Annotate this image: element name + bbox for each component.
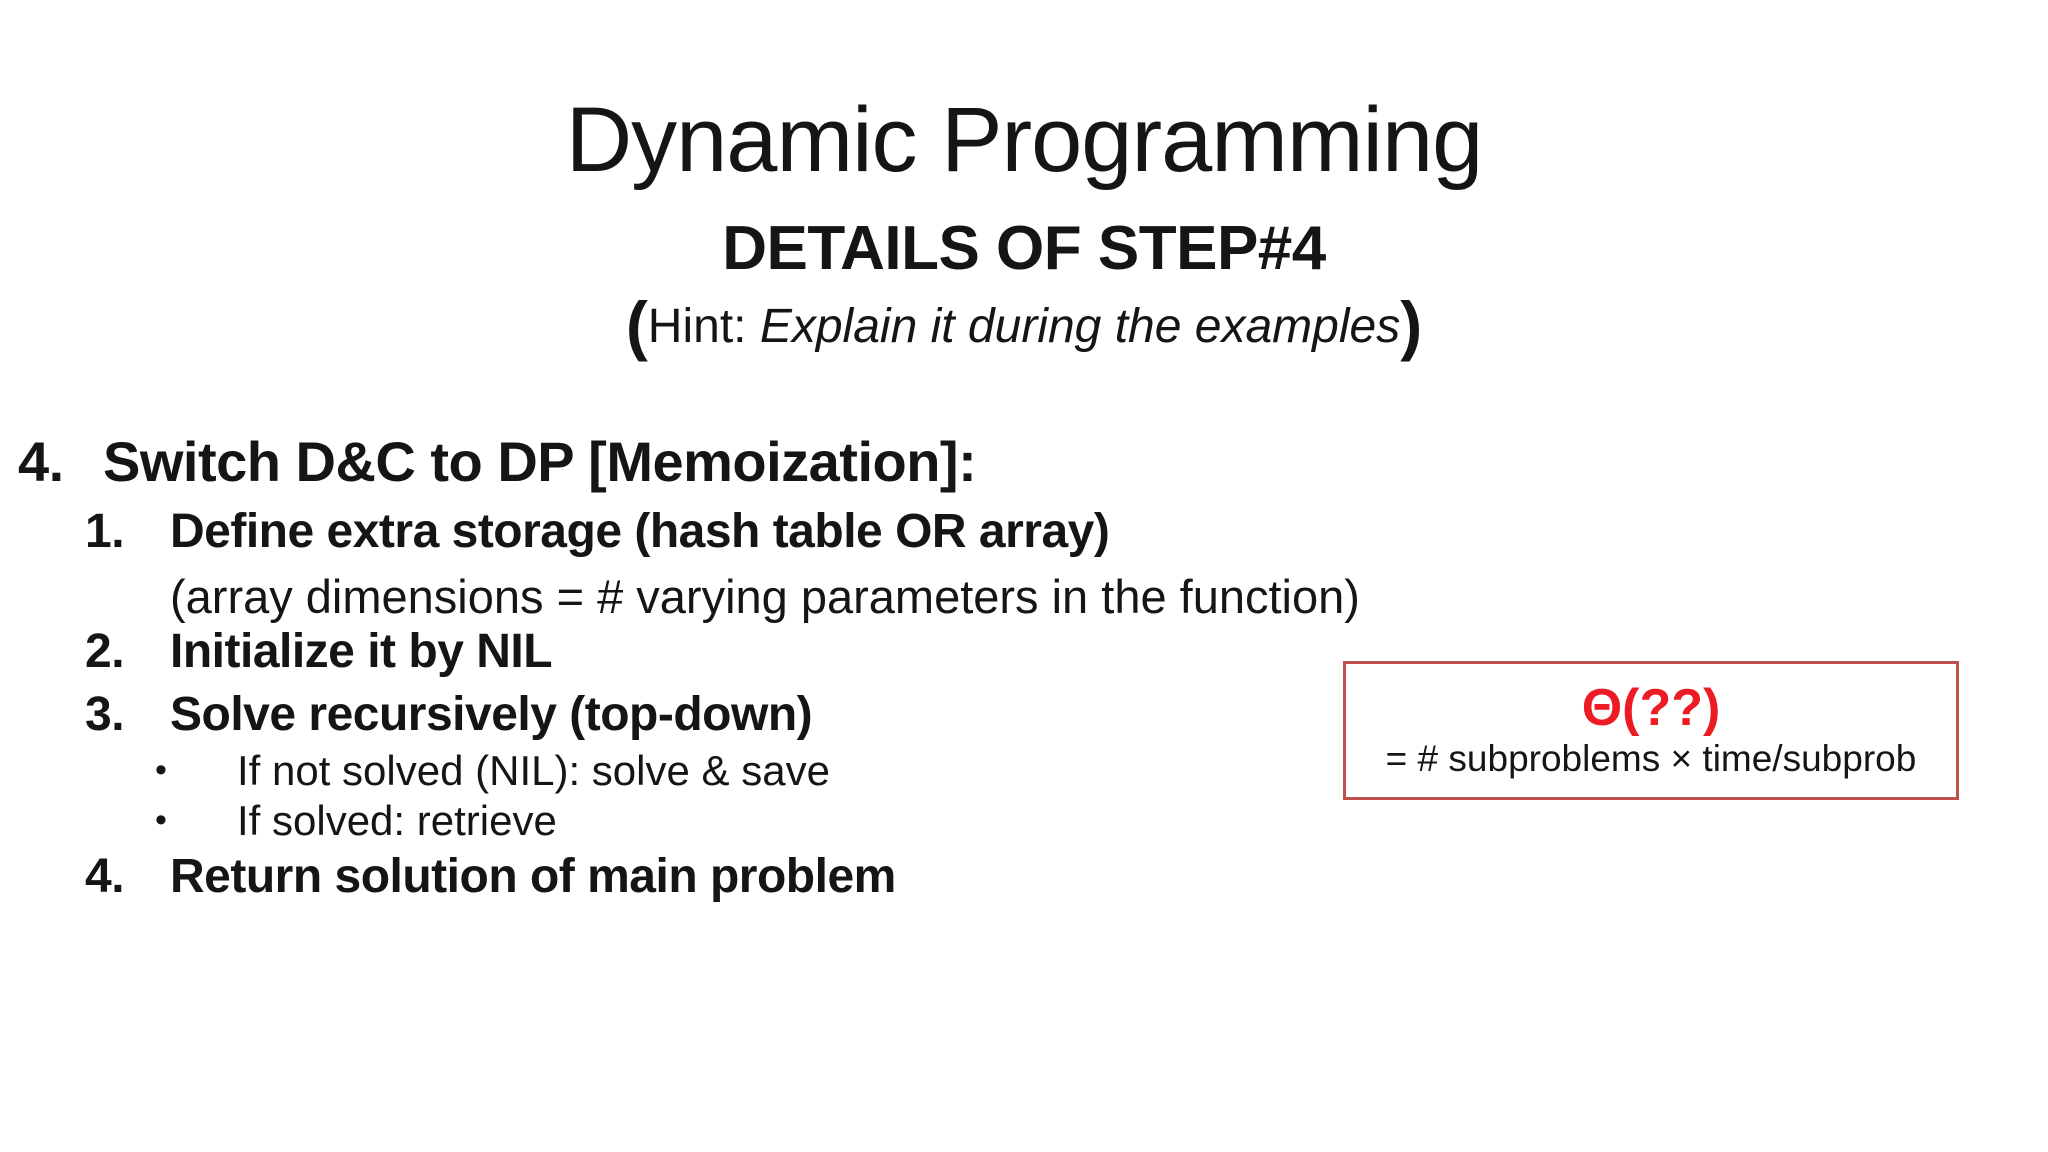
hint-close-paren: )	[1400, 288, 1423, 362]
hint-label: Hint:	[647, 300, 760, 353]
bullet-2-text: If solved: retrieve	[237, 797, 557, 844]
step-3-number: 3.	[85, 688, 125, 741]
step-1-text: Define extra storage (hash table OR arra…	[170, 505, 1110, 558]
list-item-main-number: 4.	[18, 430, 64, 493]
hint-open-paren: (	[625, 288, 648, 362]
complexity-box: Θ(??) = # subproblems × time/subprob	[1343, 661, 1959, 800]
step-1-number: 1.	[85, 505, 125, 558]
bullet-icon: •	[155, 751, 167, 789]
step-4-number: 4.	[85, 850, 125, 903]
bullet-1-text: If not solved (NIL): solve & save	[237, 747, 830, 794]
slide-title: Dynamic Programming	[565, 89, 1484, 191]
hint-italic-text: Explain it during the examples	[759, 300, 1401, 353]
complexity-detail: = # subproblems × time/subprob	[1385, 738, 1917, 780]
list-item-main-text: Switch D&C to DP [Memoization]:	[103, 430, 977, 493]
step-2-number: 2.	[85, 625, 125, 678]
slide-subtitle: DETAILS OF STEP#4	[722, 214, 1326, 283]
step-3-text: Solve recursively (top-down)	[170, 688, 813, 741]
step-4-text: Return solution of main problem	[170, 850, 896, 903]
step-2-text: Initialize it by NIL	[170, 625, 553, 678]
bullet-icon: •	[155, 801, 167, 839]
step-1-note-text: (array dimensions = # varying parameters…	[170, 570, 1360, 623]
complexity-formula: Θ(??)	[1581, 678, 1721, 737]
hint-line: (Hint: Explain it during the examples)	[0, 292, 2048, 358]
